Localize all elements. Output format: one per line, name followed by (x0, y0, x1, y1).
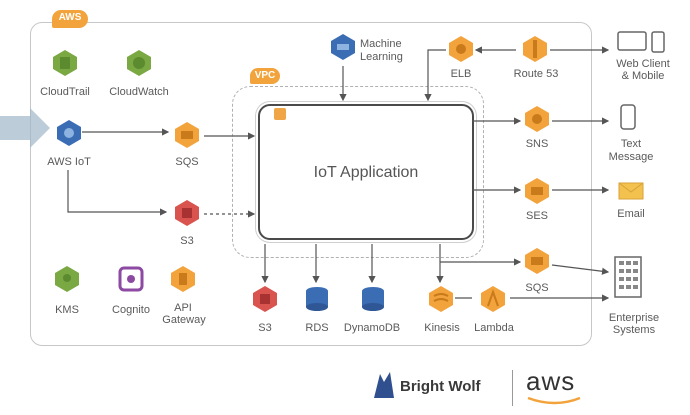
app-corner-badge (274, 108, 286, 120)
text-message-label-line1: Text (620, 138, 642, 150)
s3-bottom-label: S3 (258, 322, 272, 334)
s3-left-label: S3 (180, 235, 194, 247)
aws-badge: AWS (52, 10, 88, 28)
elb-icon (449, 36, 473, 62)
api-gateway-icon (171, 266, 195, 292)
dynamodb-label: DynamoDB (343, 322, 401, 334)
lambda-label: Lambda (474, 322, 514, 334)
cognito-label: Cognito (112, 304, 150, 316)
bright-wolf-logo-text: Bright Wolf (400, 378, 481, 395)
cloudtrail-icon (53, 50, 77, 76)
s3-bottom-icon (253, 286, 277, 312)
kms-label: KMS (55, 304, 79, 316)
sqs-right-icon (525, 248, 549, 274)
email-label: Email (617, 208, 645, 220)
aws-logo-smile (527, 396, 581, 405)
cloudwatch-icon (127, 50, 151, 76)
sns-icon (525, 106, 549, 132)
iot-application-title: IoT Application (313, 164, 419, 181)
cloudtrail-label: CloudTrail (40, 86, 90, 98)
enterprise-label-line2: Systems (612, 324, 656, 336)
enterprise-systems-icon (614, 256, 642, 298)
route53-icon (523, 36, 547, 62)
sqs-right-label: SQS (525, 282, 549, 294)
machine-learning-label-line2: Learning (360, 51, 403, 63)
footer-divider (512, 370, 513, 406)
elb-label: ELB (450, 68, 472, 80)
api-gateway-label-line1: API (174, 302, 192, 314)
aws-logo-text: aws (526, 366, 576, 396)
aws-cloud-frame (30, 22, 592, 346)
machine-learning-icon (331, 34, 355, 60)
enterprise-label-line1: Enterprise (608, 312, 660, 324)
route53-label: Route 53 (513, 68, 559, 80)
kinesis-label: Kinesis (424, 322, 460, 334)
s3-left-icon (175, 200, 199, 226)
aws-iot-label: AWS IoT (47, 156, 91, 168)
kms-icon (55, 266, 79, 292)
bright-wolf-logo-icon (374, 372, 394, 398)
cognito-icon (118, 266, 144, 292)
text-message-label-line2: Message (608, 151, 654, 163)
cloudwatch-label: CloudWatch (109, 86, 169, 98)
web-client-icon (617, 31, 665, 53)
machine-learning-label-line1: Machine (360, 38, 402, 50)
rds-icon (306, 287, 328, 311)
vpc-frame (232, 86, 484, 258)
sns-label: SNS (525, 138, 549, 150)
phone-icon (620, 104, 636, 130)
ses-icon (525, 178, 549, 204)
web-client-label-line2: & Mobile (621, 70, 665, 82)
incoming-data-arrow (0, 108, 50, 148)
ses-label: SES (525, 210, 548, 222)
email-icon (618, 182, 644, 200)
lambda-icon (481, 286, 505, 312)
rds-label: RDS (305, 322, 329, 334)
web-client-label-line1: Web Client (616, 58, 670, 70)
api-gateway-label-line2: Gateway (162, 314, 206, 326)
dynamodb-icon (362, 287, 384, 311)
sqs-left-label: SQS (175, 156, 199, 168)
aws-iot-icon (57, 120, 81, 146)
vpc-badge: VPC (250, 68, 280, 84)
sqs-left-icon (175, 122, 199, 148)
iot-application-box: IoT Application (258, 104, 474, 240)
kinesis-icon (429, 286, 453, 312)
